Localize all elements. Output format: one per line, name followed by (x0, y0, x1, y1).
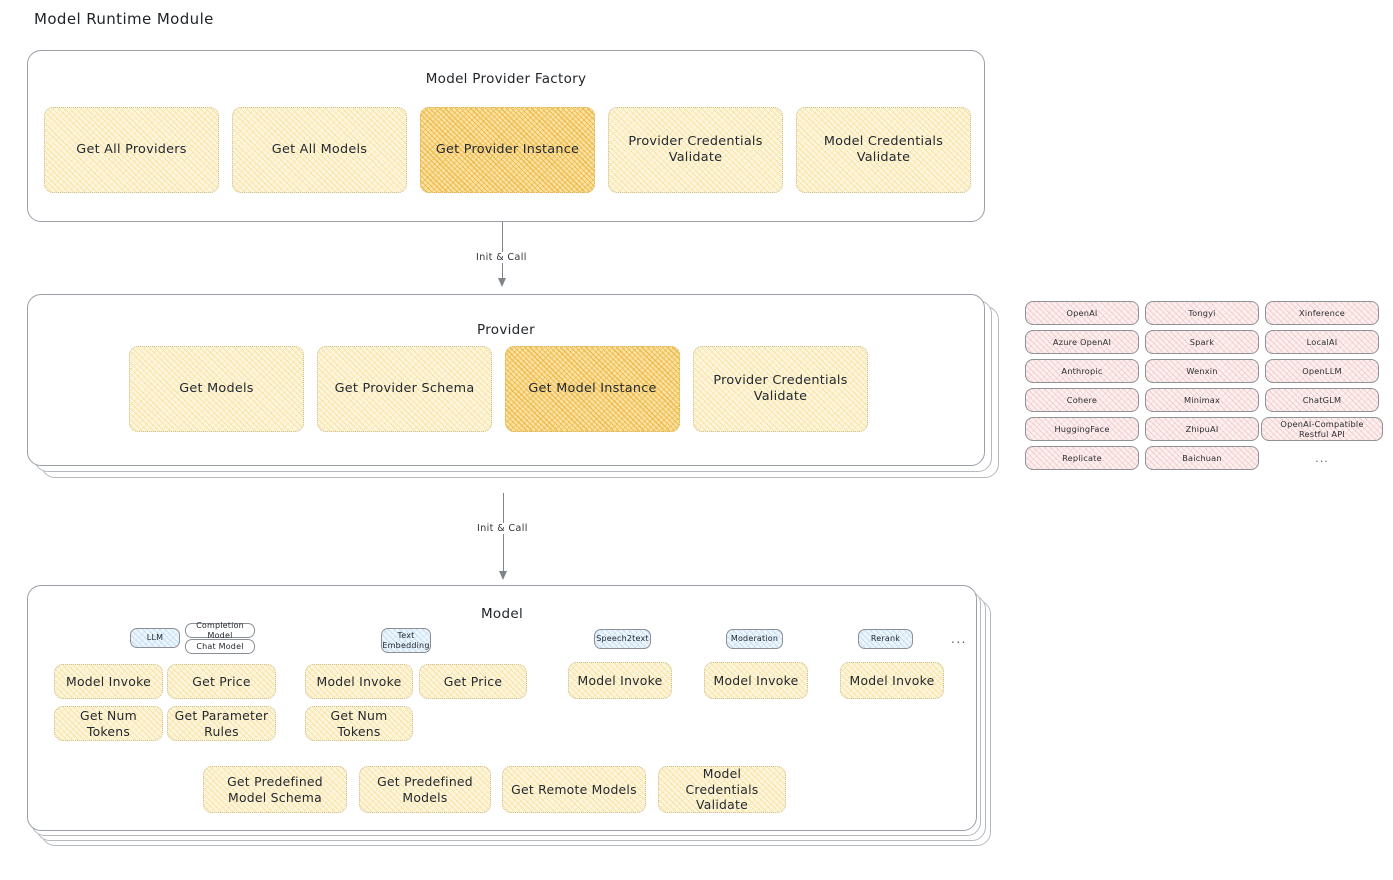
provider-list-more: ... (1315, 452, 1329, 465)
provider-pill-tongyi[interactable]: Tongyi (1145, 301, 1259, 325)
node-llm-get-price[interactable]: Get Price (167, 664, 276, 699)
provider-pill-azure-openai[interactable]: Azure OpenAI (1025, 330, 1139, 354)
provider-pill-replicate[interactable]: Replicate (1025, 446, 1139, 470)
provider-pill-huggingface[interactable]: HuggingFace (1025, 417, 1139, 441)
node-get-all-providers[interactable]: Get All Providers (44, 107, 219, 193)
provider-pill-anthropic[interactable]: Anthropic (1025, 359, 1139, 383)
badge-model-type-rerank[interactable]: Rerank (858, 629, 913, 649)
provider-pill-chatglm[interactable]: ChatGLM (1265, 388, 1379, 412)
provider-pill-openllm[interactable]: OpenLLM (1265, 359, 1379, 383)
provider-pill-spark[interactable]: Spark (1145, 330, 1259, 354)
badge-llm-chat-model[interactable]: Chat Model (185, 639, 255, 654)
node-moderation-model-invoke[interactable]: Model Invoke (704, 662, 808, 699)
node-llm-get-parameter-rules[interactable]: Get Parameter Rules (167, 706, 276, 741)
provider-pill-wenxin[interactable]: Wenxin (1145, 359, 1259, 383)
node-get-all-models[interactable]: Get All Models (232, 107, 407, 193)
node-llm-get-num-tokens[interactable]: Get Num Tokens (54, 706, 163, 741)
node-get-model-instance[interactable]: Get Model Instance (505, 346, 680, 432)
node-text-embedding-get-price[interactable]: Get Price (419, 664, 527, 699)
provider-pill-zhipuai[interactable]: ZhipuAI (1145, 417, 1259, 441)
provider-pill-xinference[interactable]: Xinference (1265, 301, 1379, 325)
provider-pill-localai[interactable]: LocalAI (1265, 330, 1379, 354)
arrow-provider-to-model-head (499, 571, 507, 580)
provider-pill-cohere[interactable]: Cohere (1025, 388, 1139, 412)
arrow-factory-to-provider-head (498, 278, 506, 287)
provider-pill-minimax[interactable]: Minimax (1145, 388, 1259, 412)
arrow-factory-to-provider-label: Init & Call (472, 252, 531, 263)
node-get-provider-instance[interactable]: Get Provider Instance (420, 107, 595, 193)
node-text-embedding-get-num-tokens[interactable]: Get Num Tokens (305, 706, 413, 741)
badge-model-type-speech2text[interactable]: Speech2text (594, 629, 651, 649)
node-get-predefined-models[interactable]: Get Predefined Models (359, 766, 491, 813)
badge-model-type-moderation[interactable]: Moderation (726, 629, 783, 649)
node-model-credentials-validate-factory[interactable]: Model Credentials Validate (796, 107, 971, 193)
arrow-factory-to-provider-line (502, 222, 503, 280)
provider-pill-baichuan[interactable]: Baichuan (1145, 446, 1259, 470)
node-get-predefined-model-schema[interactable]: Get Predefined Model Schema (203, 766, 347, 813)
provider-pill-openai[interactable]: OpenAI (1025, 301, 1139, 325)
badge-model-type-text-embedding[interactable]: Text Embedding (381, 628, 431, 653)
arrow-provider-to-model-label: Init & Call (473, 523, 532, 534)
node-llm-model-invoke[interactable]: Model Invoke (54, 664, 163, 699)
node-rerank-model-invoke[interactable]: Model Invoke (840, 662, 944, 699)
model-provider-factory-title: Model Provider Factory (425, 71, 587, 87)
node-text-embedding-model-invoke[interactable]: Model Invoke (305, 664, 413, 699)
page-title: Model Runtime Module (34, 10, 214, 28)
node-model-credentials-validate[interactable]: Model Credentials Validate (658, 766, 786, 813)
badge-llm-completion-model[interactable]: Completion Model (185, 621, 255, 640)
badge-model-type-llm[interactable]: LLM (130, 628, 180, 648)
provider-pill-openai-compatible-restful-api[interactable]: OpenAI-Compatible Restful API (1261, 417, 1383, 441)
node-speech2text-model-invoke[interactable]: Model Invoke (568, 662, 672, 699)
node-get-models[interactable]: Get Models (129, 346, 304, 432)
node-provider-credentials-validate[interactable]: Provider Credentials Validate (693, 346, 868, 432)
model-title: Model (480, 606, 524, 622)
node-get-remote-models[interactable]: Get Remote Models (502, 766, 646, 813)
model-types-more: ... (951, 632, 967, 646)
provider-title: Provider (477, 322, 535, 338)
node-get-provider-schema[interactable]: Get Provider Schema (317, 346, 492, 432)
node-provider-credentials-validate-factory[interactable]: Provider Credentials Validate (608, 107, 783, 193)
